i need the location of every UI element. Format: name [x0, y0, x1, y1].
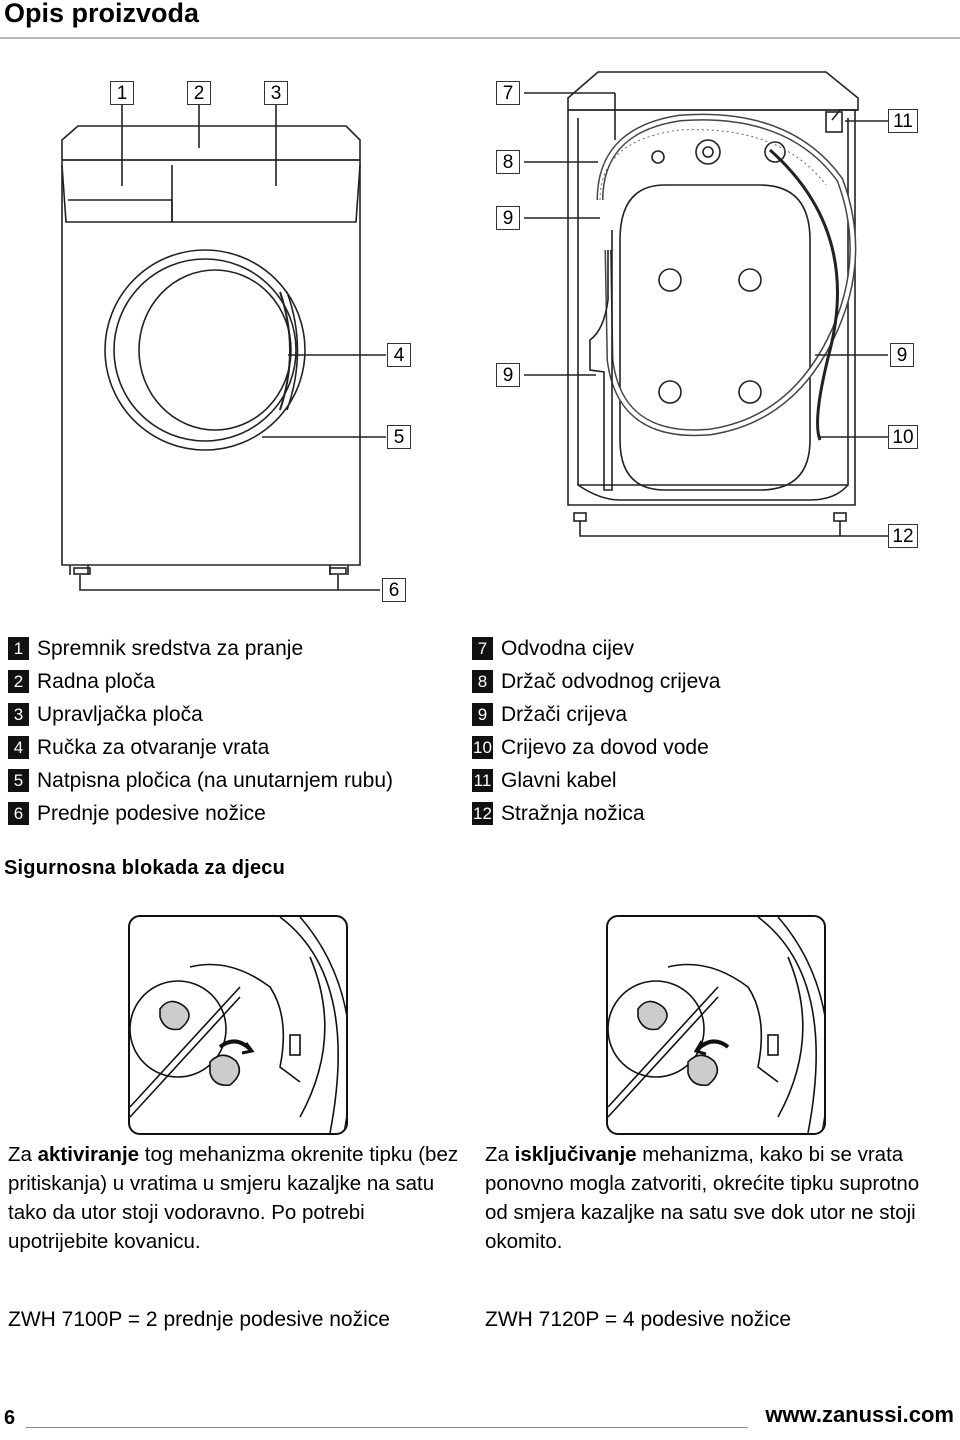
callout-7: 7 — [496, 81, 520, 105]
page-title: Opis proizvoda — [4, 0, 200, 28]
callout-11: 11 — [888, 109, 918, 133]
callout-5: 5 — [387, 425, 411, 449]
footer-url: www.zanussi.com — [765, 1402, 954, 1427]
model-note-zwh7120p: ZWH 7120P = 4 podesive nožice — [485, 1308, 792, 1331]
callout-10: 10 — [888, 425, 918, 449]
section-heading: Sigurnosna blokada za djecu — [4, 857, 286, 879]
child-lock-activate-illustration — [128, 915, 348, 1135]
callout-4: 4 — [387, 343, 411, 367]
callout-1: 1 — [110, 81, 134, 105]
child-lock-activate-drawing — [130, 917, 346, 1133]
callout-2: 2 — [187, 81, 211, 105]
washing-machine-illustrations — [61, 71, 888, 591]
callout-3: 3 — [264, 81, 288, 105]
callout-9-right: 9 — [890, 343, 914, 367]
callout-12: 12 — [888, 524, 918, 548]
child-lock-deactivate-drawing — [608, 917, 824, 1133]
page-number: 6 — [4, 1407, 16, 1429]
child-lock-deactivate-illustration — [606, 915, 826, 1135]
activate-instructions: Za aktiviranje tog mehanizma okrenite ti… — [8, 1143, 459, 1253]
deactivate-instructions: Za isključivanje mehanizma, kako bi se v… — [485, 1143, 920, 1253]
footer-rule — [26, 1427, 748, 1428]
callout-8: 8 — [496, 150, 520, 174]
callout-9-lower: 9 — [496, 363, 520, 387]
model-note-zwh7100p: ZWH 7100P = 2 prednje podesive nožice — [8, 1308, 390, 1331]
callout-9-upper: 9 — [496, 206, 520, 230]
title-rule — [0, 37, 960, 39]
callout-6: 6 — [382, 578, 406, 602]
